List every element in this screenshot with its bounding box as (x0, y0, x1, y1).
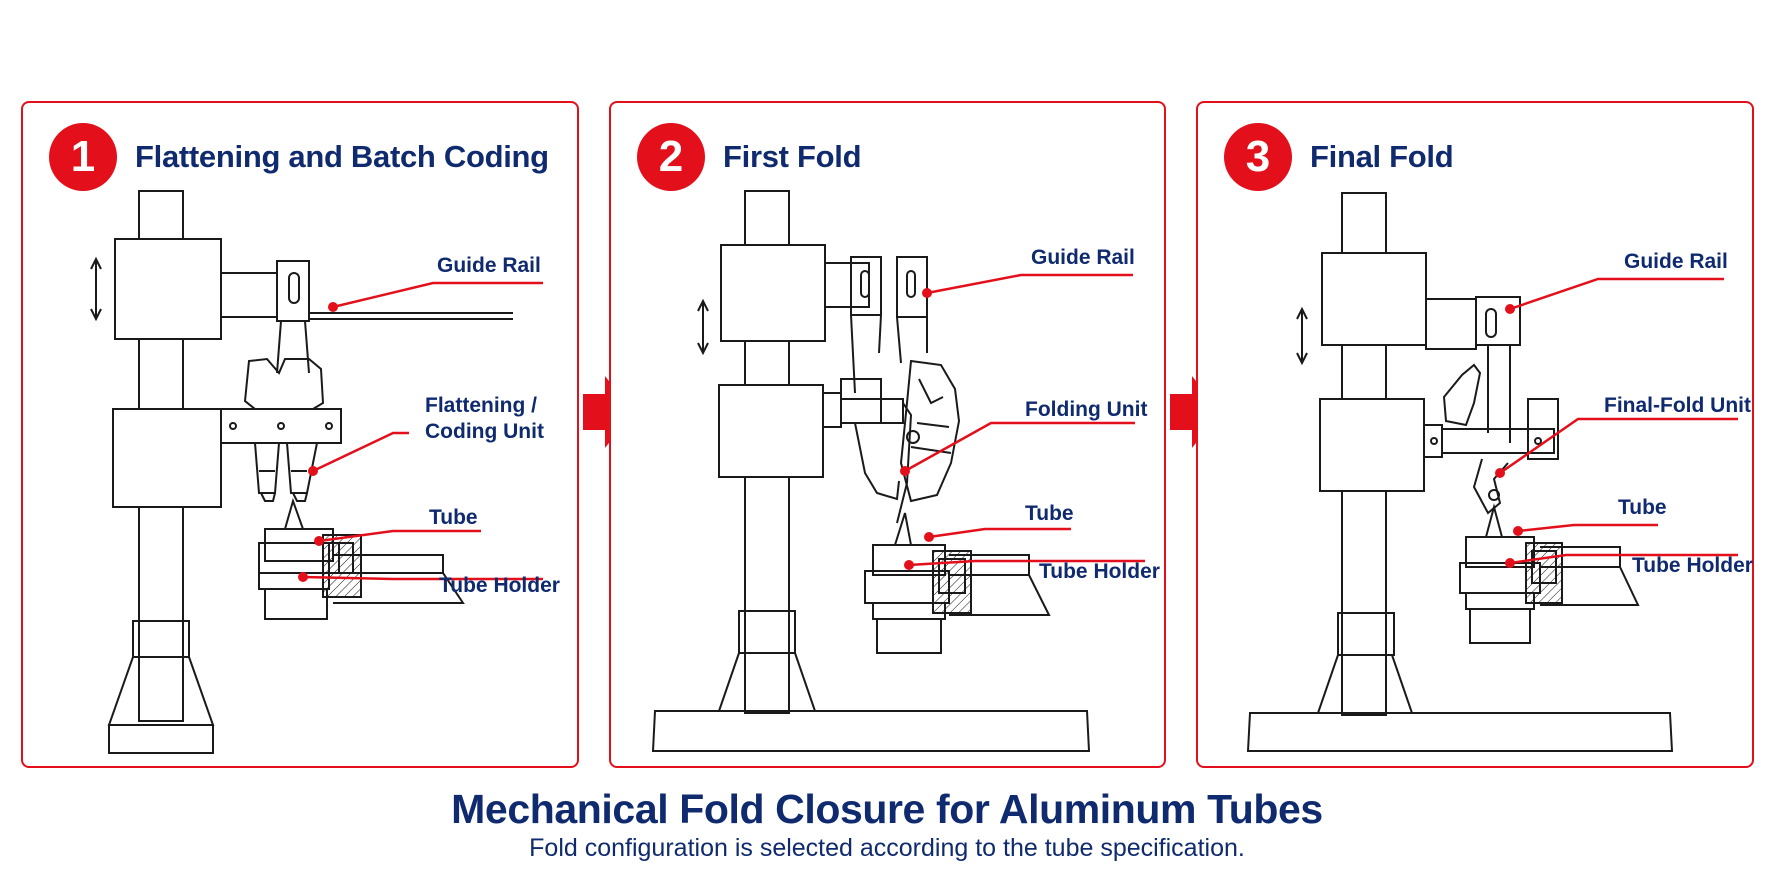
step-header: 1 Flattening and Batch Coding (49, 123, 549, 191)
step-header: 2 First Fold (637, 123, 862, 191)
diagram-subtitle: Fold configuration is selected according… (529, 834, 1245, 862)
label-guide-rail: Guide Rail (1624, 250, 1728, 273)
step-title: First Fold (723, 139, 862, 174)
step-number-badge: 2 (637, 123, 705, 191)
step-title: Flattening and Batch Coding (135, 139, 549, 174)
step-header: 3 Final Fold (1224, 123, 1454, 191)
label-tube: Tube (429, 506, 478, 529)
label-tube-holder: Tube Holder (1039, 560, 1160, 583)
label-tube-holder: Tube Holder (439, 574, 560, 597)
label-tube-holder: Tube Holder (1632, 554, 1753, 577)
next-step-arrow-icon (1170, 376, 1220, 448)
step-number-badge: 1 (49, 123, 117, 191)
next-step-arrow-icon (583, 376, 633, 448)
label-final-fold-unit: Final-Fold Unit (1604, 394, 1751, 417)
step-panel-1: 1 Flattening and Batch Coding (21, 101, 579, 768)
step-panel-2: 2 First Fold (609, 101, 1166, 768)
flattening-machine-drawing (90, 190, 543, 754)
label-tube: Tube (1025, 502, 1074, 525)
step-panel-3: 3 Final Fold (1196, 101, 1754, 768)
step-title: Final Fold (1310, 139, 1454, 174)
first-fold-machine-drawing (651, 190, 1145, 752)
step-number-badge: 3 (1224, 123, 1292, 191)
label-flattening-coding-unit: Flattening / Coding Unit (425, 394, 544, 443)
label-guide-rail: Guide Rail (437, 254, 541, 277)
diagram-title: Mechanical Fold Closure for Aluminum Tub… (451, 786, 1323, 832)
label-tube: Tube (1618, 496, 1667, 519)
label-guide-rail: Guide Rail (1031, 246, 1135, 269)
label-folding-unit: Folding Unit (1025, 398, 1148, 421)
final-fold-machine-drawing (1246, 192, 1738, 752)
